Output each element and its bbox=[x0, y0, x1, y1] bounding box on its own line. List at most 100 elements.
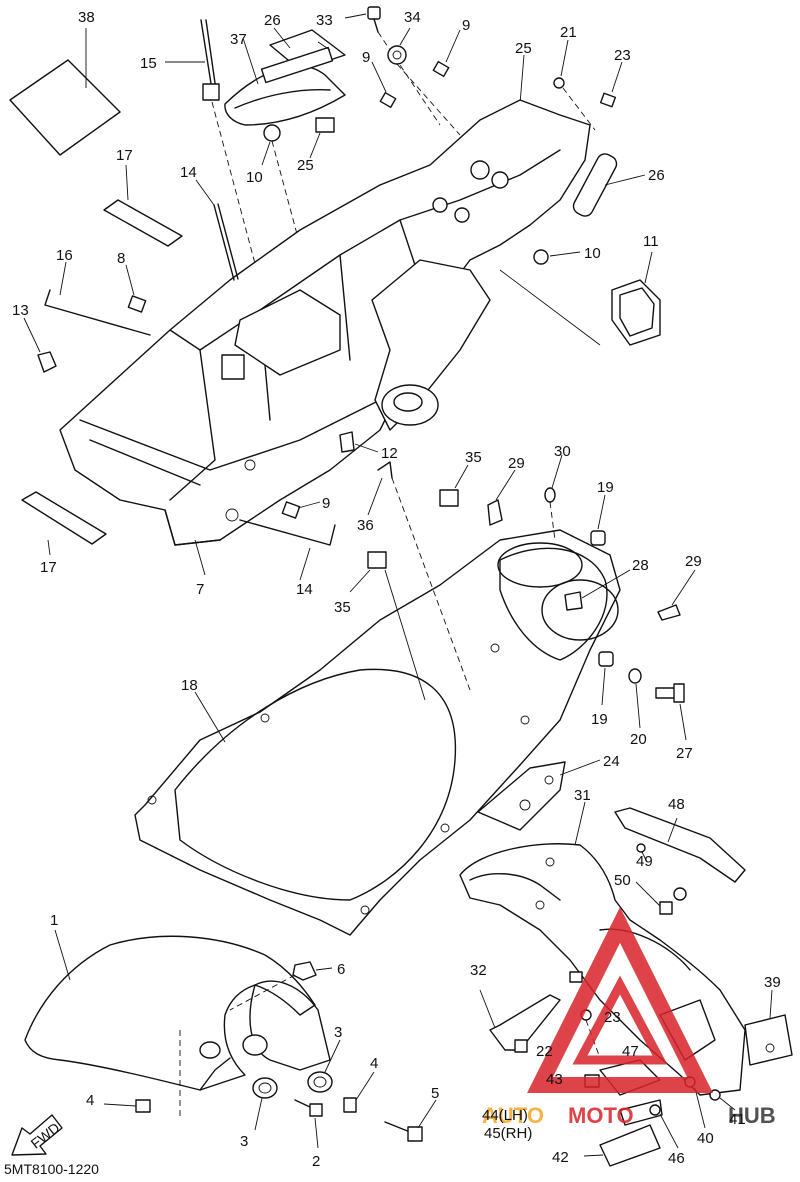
callout-46: 46 bbox=[668, 1150, 685, 1167]
part-14-cable-tie-top bbox=[195, 179, 239, 281]
part-2-bolt bbox=[294, 1099, 323, 1149]
part-21-screw bbox=[553, 39, 596, 131]
part-48-reflector-bracket bbox=[614, 807, 746, 883]
part-29-band-right bbox=[657, 569, 696, 621]
part-3-collar-right bbox=[307, 1039, 341, 1093]
callout-8: 8 bbox=[117, 250, 125, 267]
callout-12: 12 bbox=[381, 445, 398, 462]
part-22-grommet bbox=[514, 1039, 528, 1053]
callout-31: 31 bbox=[574, 787, 591, 804]
part-13-grommet bbox=[23, 317, 57, 373]
part-9-bolt-mid bbox=[281, 501, 321, 519]
callout-9-top-right: 9 bbox=[462, 17, 470, 34]
part-10-grommet-left bbox=[261, 124, 313, 291]
part-14-cable-tie-bottom bbox=[239, 519, 336, 581]
callout-7: 7 bbox=[196, 581, 204, 598]
callout-34: 34 bbox=[404, 9, 421, 26]
part-35-clip-lower bbox=[349, 551, 426, 701]
part-9-bolt-top-left bbox=[371, 61, 397, 109]
callout-26-top: 26 bbox=[264, 12, 281, 29]
callout-19-lower: 19 bbox=[591, 711, 608, 728]
part-16-rod bbox=[44, 261, 151, 336]
part-17-sheet-bottom bbox=[21, 491, 107, 556]
callout-21: 21 bbox=[560, 24, 577, 41]
callout-14-top: 14 bbox=[180, 164, 197, 181]
part-25-clip-left bbox=[309, 117, 335, 159]
callout-2: 2 bbox=[312, 1153, 320, 1170]
part-50-nut bbox=[635, 881, 687, 915]
callout-28: 28 bbox=[632, 557, 649, 574]
part-24-bracket-plate bbox=[477, 759, 601, 831]
part-7-rear-frame bbox=[59, 99, 591, 576]
part-30-bulb bbox=[544, 454, 563, 541]
callout-23-lower: 23 bbox=[604, 1009, 621, 1026]
callout-1: 1 bbox=[50, 912, 58, 929]
callout-29-right: 29 bbox=[685, 553, 702, 570]
part-6-nut bbox=[229, 961, 333, 1011]
callout-41: 41 bbox=[729, 1111, 746, 1128]
part-9-bolt-top-right bbox=[432, 29, 461, 78]
part-27-bolt bbox=[655, 683, 687, 741]
part-18-inner-panel bbox=[134, 529, 621, 936]
part-23-nut-top bbox=[599, 61, 623, 108]
callout-14-bottom: 14 bbox=[296, 581, 313, 598]
callout-40: 40 bbox=[697, 1130, 714, 1147]
callout-5: 5 bbox=[431, 1085, 439, 1102]
part-34-collar bbox=[387, 27, 461, 136]
watermark-moto-text: MOTO bbox=[568, 1103, 634, 1128]
callout-16: 16 bbox=[56, 247, 73, 264]
callout-23-top: 23 bbox=[614, 47, 631, 64]
part-23-nut-lower bbox=[569, 971, 583, 983]
callout-42: 42 bbox=[552, 1149, 569, 1166]
callout-45-rh: 45(RH) bbox=[484, 1125, 532, 1142]
callout-4-right: 4 bbox=[370, 1055, 378, 1072]
part-19-grommet-lower bbox=[598, 651, 614, 706]
callout-50: 50 bbox=[614, 872, 631, 889]
callout-6: 6 bbox=[337, 961, 345, 978]
callout-10-left: 10 bbox=[246, 169, 263, 186]
callout-47: 47 bbox=[622, 1043, 639, 1060]
part-35-clip-upper bbox=[439, 464, 469, 507]
callout-49: 49 bbox=[636, 853, 653, 870]
part-36-cable bbox=[367, 461, 471, 691]
part-49-screw bbox=[636, 843, 648, 863]
callout-39: 39 bbox=[764, 974, 781, 991]
callout-24: 24 bbox=[603, 753, 620, 770]
callout-18: 18 bbox=[181, 677, 198, 694]
callout-labels: 38 26 33 34 9 21 37 25 23 9 15 17 25 14 … bbox=[12, 9, 781, 1170]
part-28-bracket bbox=[564, 569, 631, 611]
callout-25-left: 25 bbox=[297, 157, 314, 174]
callout-11: 11 bbox=[643, 233, 659, 250]
part-42-reflector bbox=[583, 1124, 661, 1167]
callout-3-left: 3 bbox=[240, 1133, 248, 1150]
callout-20: 20 bbox=[630, 731, 647, 748]
part-4-screw-right bbox=[343, 1071, 375, 1113]
part-26-strap-right bbox=[572, 153, 646, 217]
callout-30: 30 bbox=[554, 443, 571, 460]
part-4-screw-left bbox=[103, 1099, 151, 1113]
callout-36: 36 bbox=[357, 517, 374, 534]
part-1-front-fender bbox=[24, 929, 331, 1120]
callout-27: 27 bbox=[676, 745, 693, 762]
callout-38: 38 bbox=[78, 9, 95, 26]
part-38-sheet bbox=[9, 28, 121, 156]
callout-43: 43 bbox=[546, 1071, 563, 1088]
part-33-bolt bbox=[344, 6, 441, 126]
callout-13: 13 bbox=[12, 302, 29, 319]
callout-19-upper: 19 bbox=[597, 479, 614, 496]
fwd-arrow-icon: FWD bbox=[11, 1114, 63, 1156]
callout-37: 37 bbox=[230, 31, 247, 48]
part-39-plate-light bbox=[744, 989, 793, 1066]
callout-33: 33 bbox=[316, 12, 333, 29]
callout-4-left: 4 bbox=[86, 1092, 94, 1109]
callout-44-lh: 44(LH) bbox=[482, 1107, 528, 1124]
watermark-logo: AUTO MOTO HUB bbox=[482, 907, 776, 1128]
part-11-lens bbox=[499, 251, 661, 346]
callout-9-mid: 9 bbox=[322, 495, 330, 512]
watermark-auto-text: AUTO bbox=[482, 1103, 544, 1128]
part-20-washer bbox=[628, 668, 642, 729]
part-46-screw bbox=[649, 1104, 679, 1149]
part-8-bolt bbox=[125, 264, 147, 313]
callout-32: 32 bbox=[470, 962, 487, 979]
